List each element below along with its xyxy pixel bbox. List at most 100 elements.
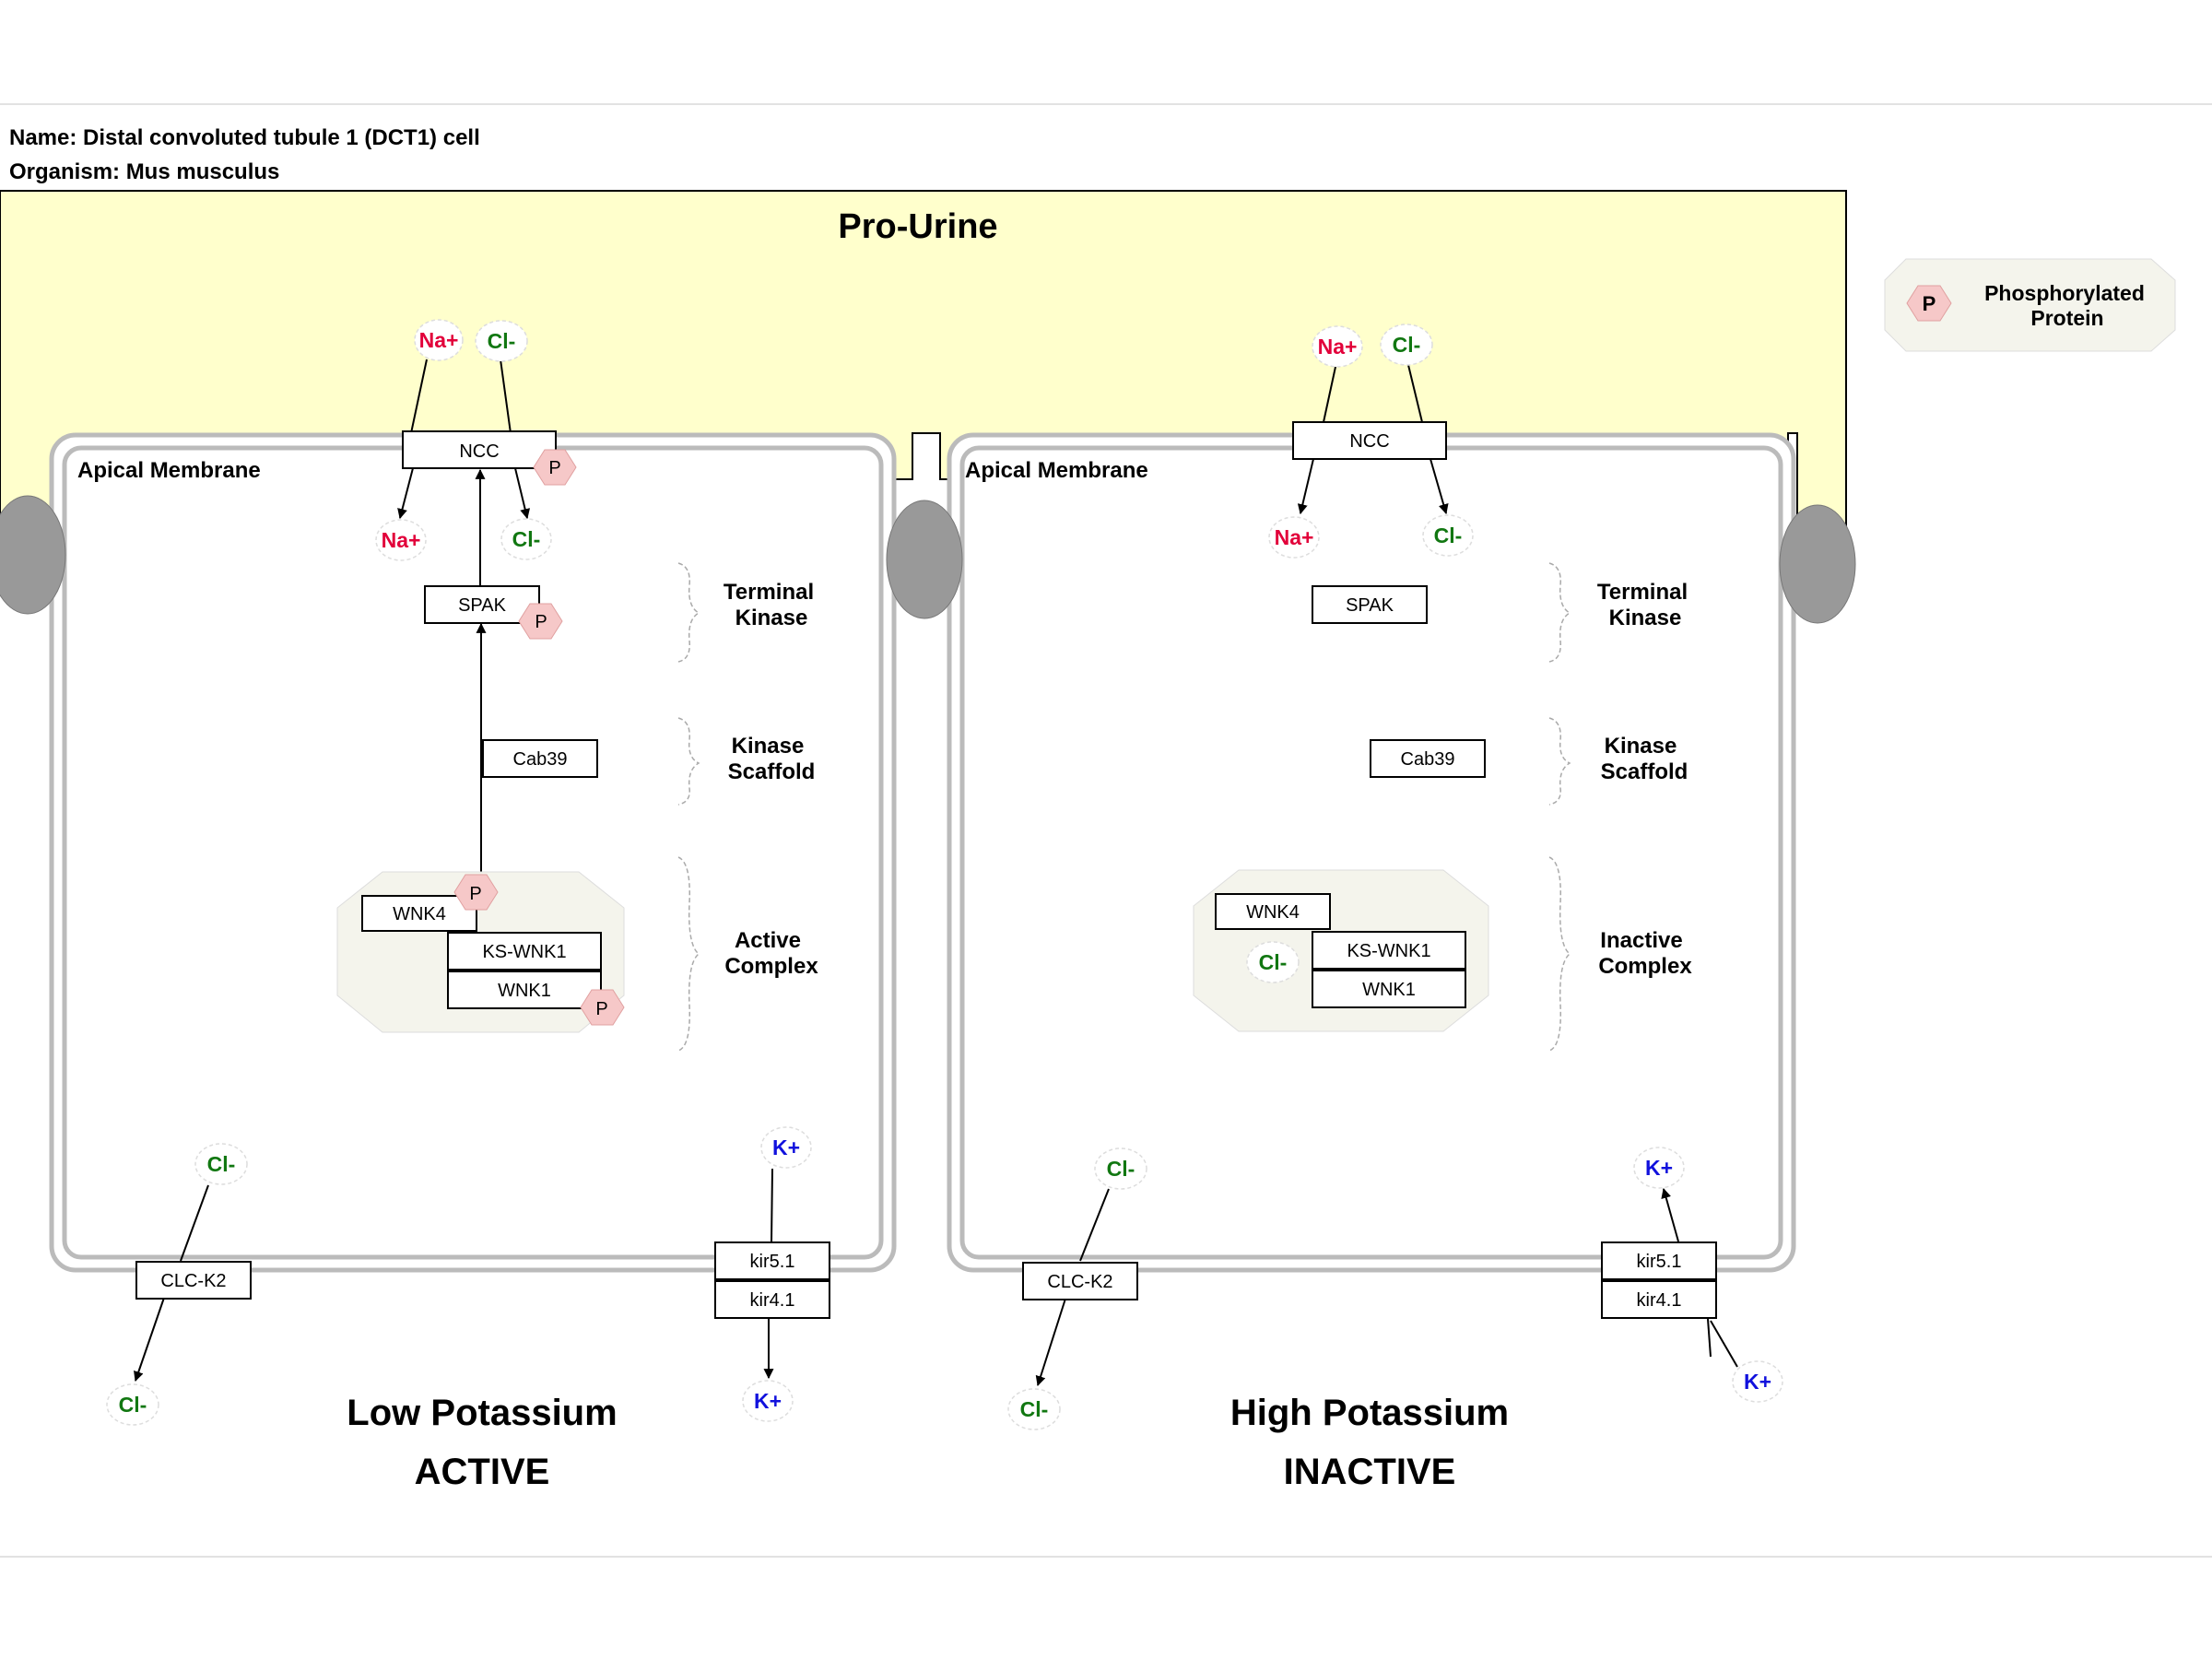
left-condition-title: Low Potassium — [347, 1393, 617, 1433]
right-terminal-kinase-line1: Terminal — [1597, 580, 1688, 605]
pro-urine-title: Pro-Urine — [838, 207, 997, 246]
right-cl-ion-complex-label: Cl- — [1259, 950, 1288, 974]
left-ncc-phospho — [533, 449, 577, 486]
left-cl-ion-basolateral-out — [106, 1383, 159, 1426]
right-kinase-scaffold-line1: Kinase — [1605, 734, 1677, 759]
left-na-ion-cell-label: Na+ — [382, 528, 421, 552]
left-wnk1-label: WNK1 — [498, 981, 551, 1001]
left-active-complex-line2: Complex — [724, 954, 818, 979]
left-k-ion-cell — [760, 1126, 812, 1169]
left-active-complex-line1: Active — [735, 928, 801, 953]
left-clc-k2-box[interactable] — [135, 1261, 252, 1300]
right-ks-wnk1-box[interactable] — [1312, 931, 1466, 970]
right-cl-ion-basolateral-cell — [1094, 1147, 1147, 1190]
left-ks-wnk1-box[interactable] — [447, 932, 602, 971]
left-kir51-box[interactable] — [714, 1241, 830, 1280]
legend-box — [1884, 258, 2176, 352]
right-kir41-box[interactable] — [1601, 1280, 1717, 1319]
left-na-ion-urine-label: Na+ — [419, 328, 459, 352]
right-ncc-transporter[interactable]: NCC — [1292, 364, 1449, 515]
right-kir51-label: kir5.1 — [1637, 1252, 1682, 1272]
left-cl-ion-urine-label: Cl- — [488, 329, 516, 353]
left-wnk1-phospho — [580, 989, 625, 1026]
right-k-ion-out-label: K+ — [1744, 1370, 1771, 1394]
left-k-ion-out-label: K+ — [754, 1389, 782, 1413]
left-cl-ion-basolateral-cell-label: Cl- — [207, 1152, 236, 1176]
right-spak-label: SPAK — [1346, 595, 1394, 616]
left-kinase-scaffold-line1: Kinase — [732, 734, 805, 759]
left-k-ion-out — [742, 1380, 794, 1422]
left-cell-membrane-inner — [62, 445, 884, 1260]
left-kir51-label: kir5.1 — [750, 1252, 795, 1272]
pathway-name: Name: Distal convoluted tubule 1 (DCT1) … — [9, 125, 480, 150]
right-na-ion-cell — [1268, 516, 1320, 559]
right-cl-ion-basolateral-out — [1007, 1388, 1061, 1430]
right-cell-membrane-inner — [959, 445, 1783, 1260]
left-cab39-label: Cab39 — [513, 749, 568, 770]
right-cl-ion-urine — [1380, 324, 1433, 366]
legend-label-line2: Protein — [2030, 306, 2103, 330]
right-na-ion-urine-label: Na+ — [1318, 335, 1358, 359]
right-k-ion-cell-label: K+ — [1645, 1156, 1673, 1180]
right-kir51-box[interactable] — [1601, 1241, 1717, 1280]
left-wnk1-box[interactable] — [447, 971, 602, 1009]
legend-label-line1: Phosphorylated — [1984, 281, 2145, 305]
right-clc-k2-box[interactable] — [1022, 1262, 1138, 1300]
left-spak-box[interactable] — [424, 585, 540, 624]
right-cab39-label: Cab39 — [1401, 749, 1455, 770]
right-clc-out-arrow — [1035, 1298, 1066, 1387]
right-clc-k2-label: CLC-K2 — [1047, 1272, 1112, 1292]
right-bracket-terminal-kinase — [1548, 562, 1571, 663]
tight-junction-left — [0, 495, 66, 615]
left-na-ion-urine — [414, 319, 464, 361]
right-k-ion-out — [1732, 1360, 1783, 1403]
right-cl-ion-complex — [1246, 941, 1300, 983]
right-kir-in-arrow — [1661, 1187, 1679, 1242]
right-wnk1-box[interactable] — [1312, 970, 1466, 1008]
right-ncc-box[interactable] — [1292, 421, 1447, 460]
right-state-title: INACTIVE — [1284, 1452, 1456, 1492]
left-apical-membrane-label: Apical Membrane — [77, 458, 261, 483]
right-kir41-label: kir4.1 — [1637, 1290, 1682, 1311]
left-wnk4-phospho — [453, 874, 499, 911]
right-ncc-label: NCC — [1349, 431, 1389, 452]
left-wnk1-phospho-symbol: P — [595, 999, 607, 1019]
top-divider — [0, 103, 2212, 105]
tight-junction-middle — [886, 500, 963, 619]
left-terminal-kinase-line1: Terminal — [724, 580, 814, 605]
left-spak-phospho — [518, 603, 563, 640]
organism-label: Organism: Mus musculus — [9, 159, 280, 184]
left-wnk4-phospho-symbol: P — [469, 884, 481, 904]
left-kinase-scaffold-line2: Scaffold — [728, 759, 816, 784]
right-inactive-complex-line1: Inactive — [1600, 928, 1682, 953]
right-k-out-connector — [1710, 1320, 1738, 1368]
left-ncc-box[interactable] — [402, 430, 557, 469]
left-clc-out-arrow — [134, 1297, 165, 1382]
left-ncc-label: NCC — [459, 441, 499, 462]
left-bracket-terminal-kinase — [677, 562, 700, 663]
left-spak-label: SPAK — [458, 595, 507, 616]
right-cl-ion-basolateral-cell-label: Cl- — [1107, 1157, 1135, 1181]
left-terminal-kinase-line2: Kinase — [735, 606, 808, 630]
right-wnk4-box[interactable] — [1215, 893, 1331, 930]
left-clc-k2-label: CLC-K2 — [160, 1271, 226, 1291]
left-cl-ion-urine — [475, 320, 528, 362]
right-clc-in-line — [1079, 1188, 1110, 1262]
right-cl-ion-urine-label: Cl- — [1393, 333, 1421, 357]
right-cab39-box[interactable] — [1370, 739, 1486, 778]
left-cl-ion-cell-label: Cl- — [512, 527, 541, 551]
right-k-ion-cell — [1633, 1147, 1685, 1189]
left-cab39-box[interactable] — [482, 739, 598, 778]
left-kir41-box[interactable] — [714, 1280, 830, 1319]
legend: P Phosphorylated Protein — [1884, 258, 2176, 352]
left-wnk4-box[interactable] — [361, 895, 477, 932]
right-inactive-complex-line2: Complex — [1598, 954, 1692, 979]
left-cl-ion-basolateral-cell — [194, 1143, 248, 1185]
left-ks-wnk1-label: KS-WNK1 — [482, 942, 566, 962]
left-ncc-transporter[interactable]: NCC — [397, 359, 557, 520]
right-kinase-scaffold-line2: Scaffold — [1601, 759, 1688, 784]
right-spak-box[interactable] — [1312, 585, 1428, 624]
right-cl-ion-cell-label: Cl- — [1434, 524, 1463, 547]
right-bracket-kinase-scaffold — [1548, 717, 1571, 806]
